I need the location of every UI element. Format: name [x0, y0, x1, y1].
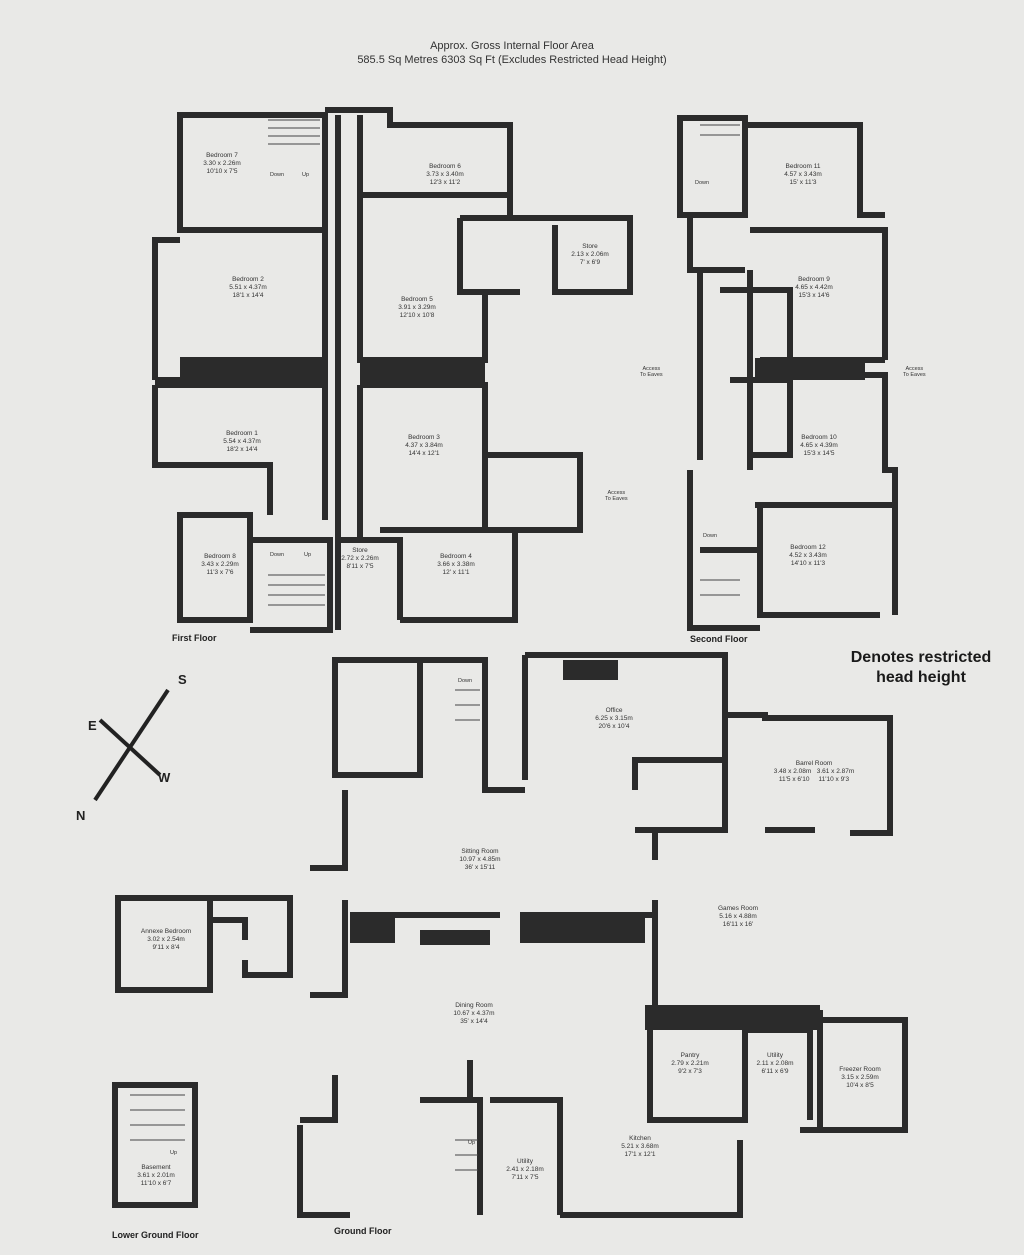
compass-east: E [88, 718, 97, 733]
stair-up-label-4: Up [170, 1150, 178, 1156]
stairs [130, 119, 740, 1171]
stair-up-label: Up [302, 172, 310, 178]
stair-up-label-3: Up [468, 1140, 476, 1146]
note-line-1: Denotes restricted [850, 649, 992, 666]
lower-ground-floor-label: Lower Ground Floor [112, 1230, 199, 1240]
ground-floor-label: Ground Floor [334, 1226, 392, 1236]
compass-north: N [76, 808, 86, 823]
note-line-2: head height [876, 669, 966, 686]
restricted-height-bands [180, 357, 865, 1030]
first-floor-label: First Floor [172, 633, 217, 643]
annexe-walls [115, 895, 293, 993]
stair-up-label-2: Up [304, 552, 312, 558]
restricted-height-note: Denotes restricted head height [836, 648, 1006, 688]
area-subtitle: 585.5 Sq Metres 6303 Sq Ft (Excludes Res… [357, 54, 667, 66]
stair-down-label-5: Down [458, 678, 473, 684]
stair-down-label: Down [270, 172, 285, 178]
stair-down-label-4: Down [703, 533, 718, 539]
compass-south: S [178, 672, 187, 687]
stair-down-label-2: Down [270, 552, 285, 558]
compass-west: W [158, 770, 171, 785]
compass-arrows [93, 688, 170, 802]
room-barrel: Barrel Room 3.48 x 2.08m 3.61 x 2.87m 11… [773, 760, 855, 783]
lower-ground-walls [112, 1082, 198, 1208]
area-title: Approx. Gross Internal Floor Area [430, 40, 594, 52]
stair-down-label-3: Down [695, 180, 710, 186]
second-floor-label: Second Floor [690, 634, 748, 644]
